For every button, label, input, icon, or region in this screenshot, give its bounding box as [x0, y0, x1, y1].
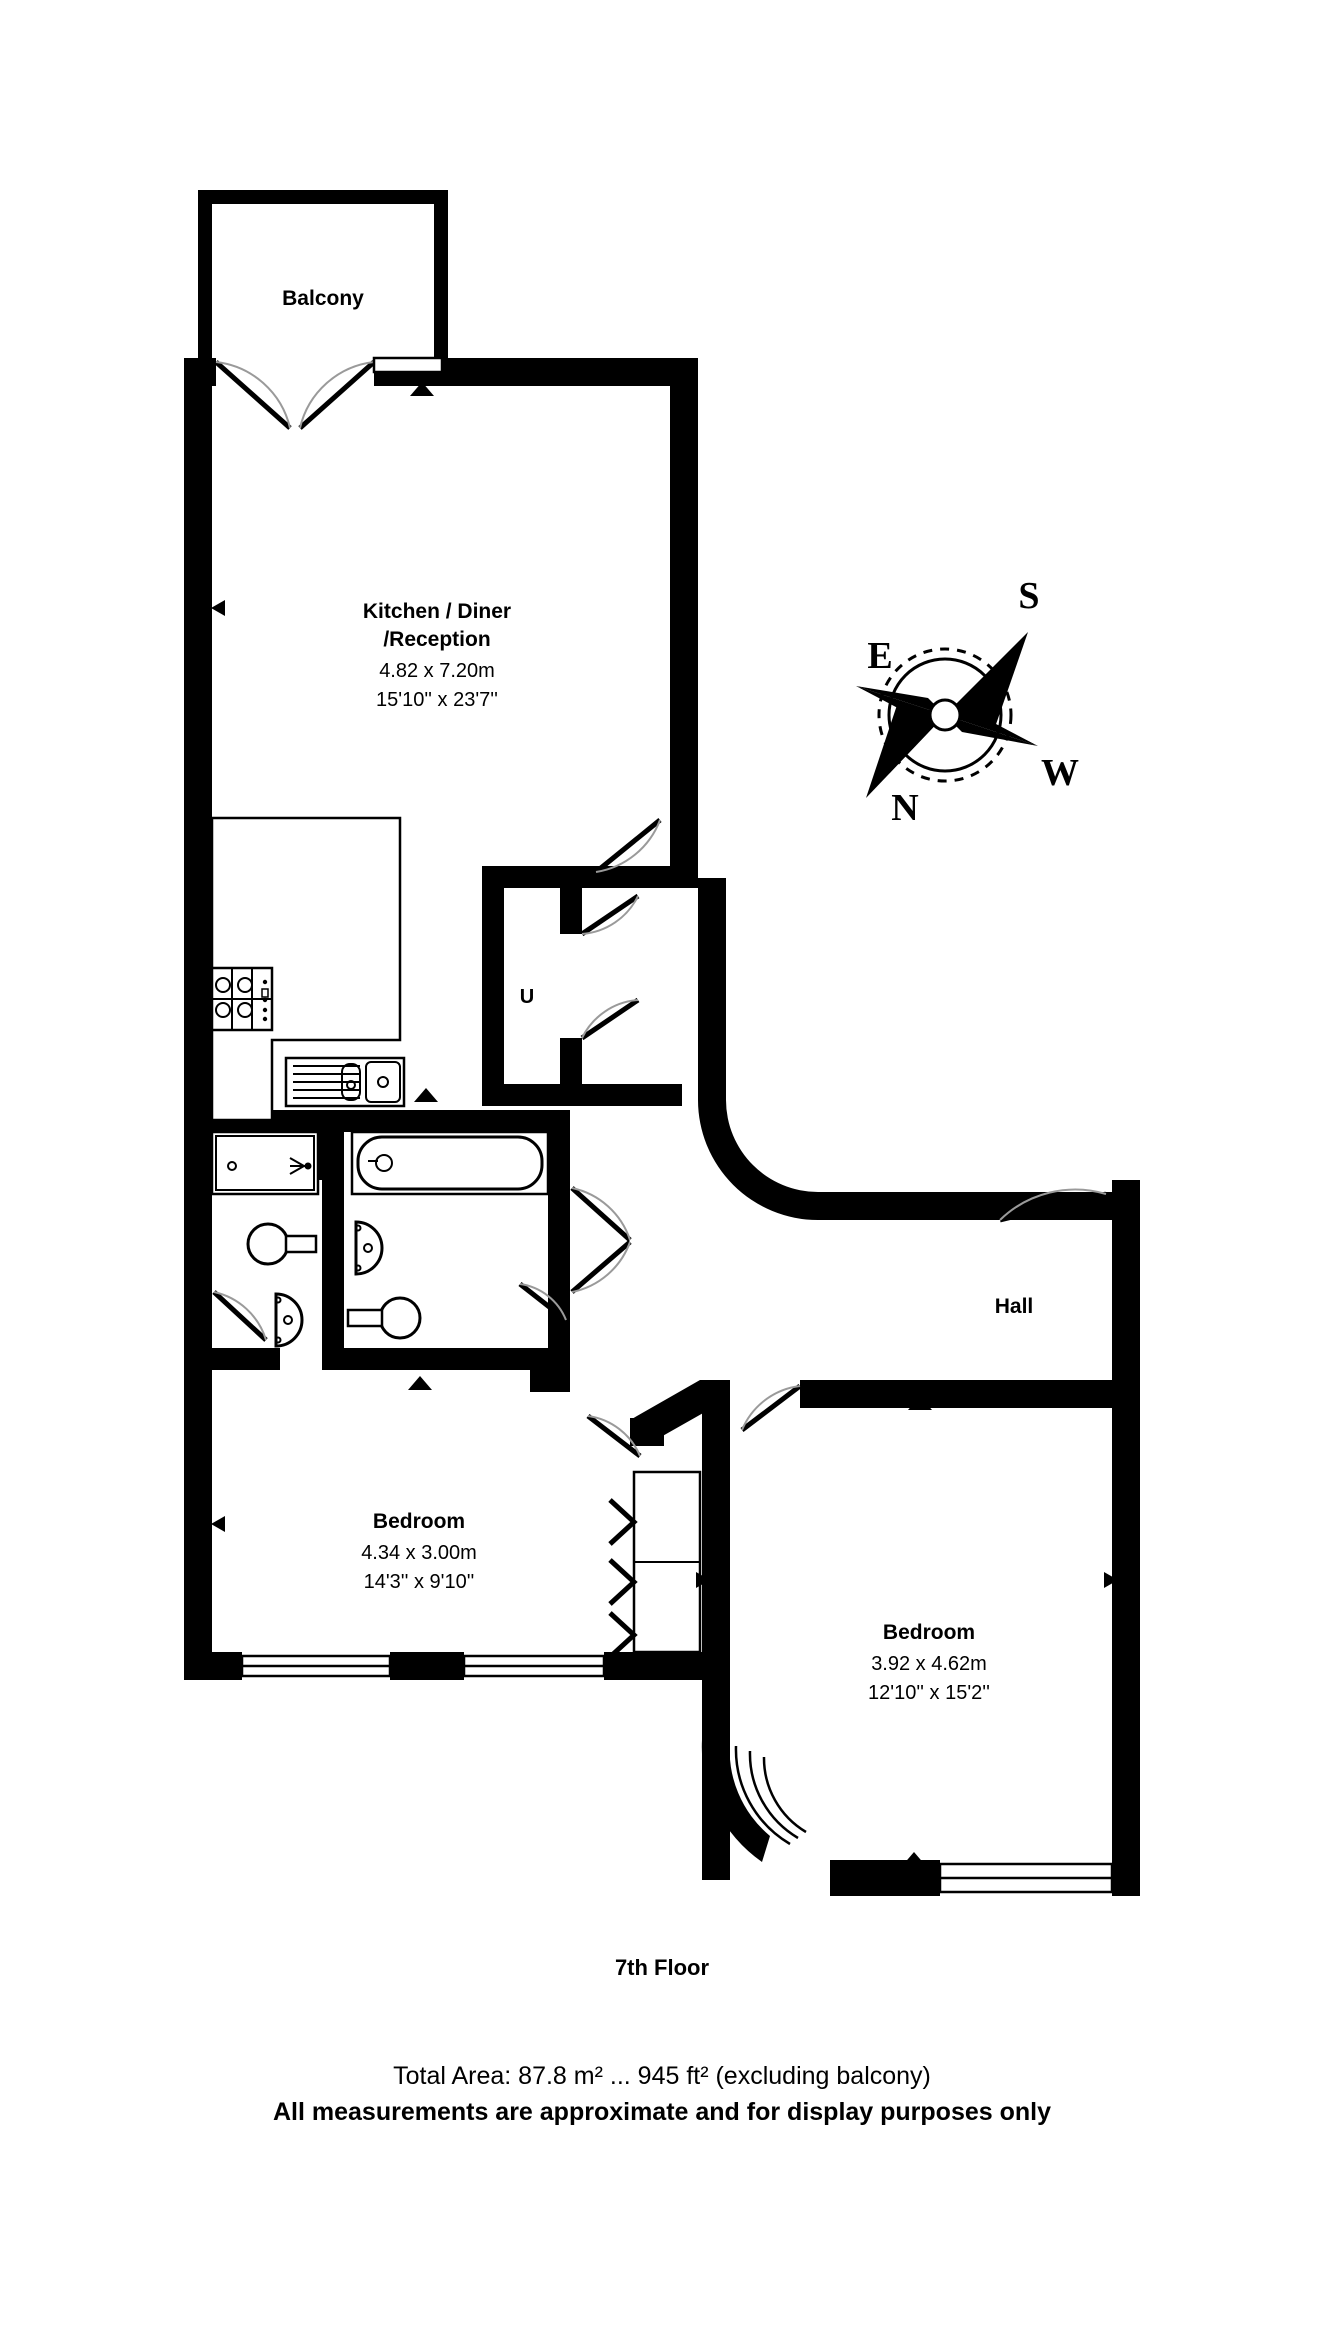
hall-upper-wall: [942, 1180, 1140, 1220]
compass-rose: S E N W: [856, 575, 1079, 829]
kitchen-dim-metric: 4.82 x 7.20m: [379, 660, 495, 682]
hob-icon: [212, 968, 272, 1030]
hall-bedroom-partition: [630, 1380, 1112, 1880]
compass-label-west: W: [1041, 752, 1079, 794]
compass-label-south: S: [1018, 575, 1039, 617]
toilet-icon: [246, 1222, 318, 1266]
kitchen-label-line2: /Reception: [383, 628, 490, 651]
balcony-outline: [198, 190, 448, 365]
bedroom-left-dim-metric: 4.34 x 3.00m: [361, 1542, 477, 1564]
bathtub-icon: [350, 1130, 550, 1196]
bedroom-left-label: Bedroom: [373, 1510, 465, 1533]
kitchen-label-line1: Kitchen / Diner: [363, 600, 511, 623]
cupboard-label: U: [520, 986, 534, 1008]
sink-icon: [284, 1056, 406, 1108]
right-exterior-wall: [1112, 1180, 1140, 1880]
basin-icon: [274, 1292, 304, 1348]
hall-label: Hall: [995, 1295, 1034, 1318]
floor-label: 7th Floor: [614, 1955, 710, 1980]
toilet-icon: [346, 1296, 422, 1340]
kitchen-units: [210, 816, 406, 1122]
doors: [212, 356, 1107, 1458]
main-outer-walls: [184, 358, 698, 1680]
bedroom-left-dim-imperial: 14'3'' x 9'10'': [364, 1571, 475, 1593]
wardrobe-doors: [608, 1470, 702, 1659]
compass-star: [856, 632, 1038, 798]
compass-label-east: E: [867, 635, 892, 677]
bedroom-right-label: Bedroom: [883, 1621, 975, 1644]
compass-label-north: N: [891, 787, 918, 829]
curved-hall-wall: [670, 878, 942, 1220]
shower-room-fixtures: [210, 1130, 320, 1348]
cupboard-walls: [482, 866, 682, 1106]
total-area-label: Total Area: 87.8 m² ... 945 ft² (excludi…: [393, 2062, 931, 2090]
windows: [240, 1654, 1114, 1894]
bedroom-right-dim-imperial: 12'10'' x 15'2'': [868, 1682, 990, 1704]
balcony-label: Balcony: [282, 287, 364, 310]
bedroom-right-dim-metric: 3.92 x 4.62m: [871, 1653, 987, 1675]
bottom-walls: [236, 1652, 1140, 1896]
basin-icon: [354, 1220, 384, 1276]
disclaimer-label: All measurements are approximate and for…: [272, 2098, 1051, 2126]
view-direction-markers: [211, 382, 1118, 1866]
bathroom-fixtures: [346, 1130, 550, 1340]
kitchen-dim-imperial: 15'10'' x 23'7'': [376, 689, 498, 711]
